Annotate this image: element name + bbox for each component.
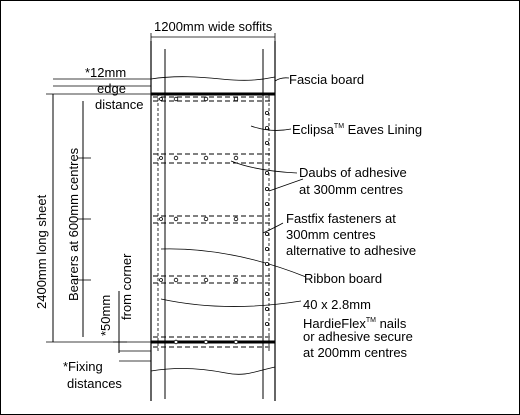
fixing-distances-label-line1: *Fixing [63, 359, 103, 374]
corner-distance-label-line1: *50mm [98, 294, 113, 336]
adhesive-daubs-label-line2: at 300mm centres [299, 182, 404, 197]
nails-label-line4: at 200mm centres [303, 345, 408, 360]
adhesive-daubs-label-line1: Daubs of adhesive [299, 165, 407, 180]
bearers [153, 96, 273, 348]
leader-lines [160, 77, 307, 307]
ribbon-board-label: Ribbon board [304, 271, 383, 286]
fastfix-label-line1: Fastfix fasteners at [286, 211, 396, 226]
soffit-width-label: 1200mm wide soffits [154, 19, 273, 34]
eaves-lining-label: EclipsaTM Eaves Lining [292, 122, 423, 137]
fixing-distances-label-line2: distances [67, 376, 122, 391]
edge-distance-label-line2: edge [97, 81, 126, 96]
fastfix-label-line3: alternative to adhesive [286, 243, 417, 258]
nails-label-line2: HardieFlexTM nails [303, 316, 407, 331]
fastfix-label-line2: 300mm centres [286, 227, 376, 242]
top-break-line [150, 76, 276, 81]
edge-distance-star-label: *12mm [85, 65, 127, 80]
corner-distance-label-line2: from corner [119, 253, 134, 320]
bearers-spacing-label: Bearers at 600mm centres [66, 147, 81, 301]
sheet-length-label: 2400mm long sheet [34, 194, 49, 309]
bottom-break-line [150, 366, 276, 375]
fastfix-fasteners [264, 111, 269, 326]
fascia-board-label: Fascia board [289, 72, 365, 87]
nails-label-line3: or adhesive secure [303, 329, 413, 344]
edge-distance-label-line3: distance [95, 97, 144, 112]
nails-label-line1: 40 x 2.8mm [303, 297, 371, 312]
adhesive-daubs [159, 96, 239, 345]
